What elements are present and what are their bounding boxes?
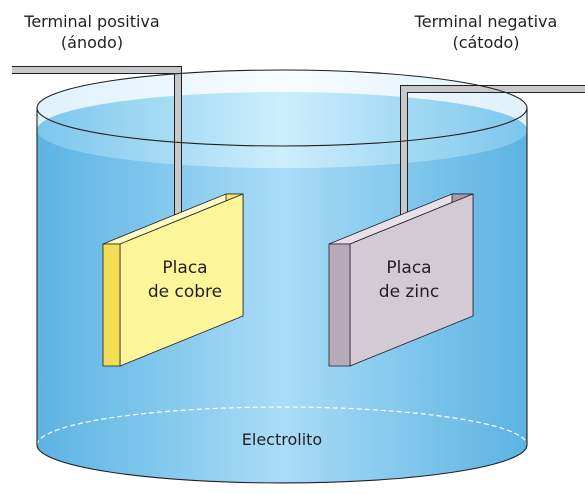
beaker-bottom-front-edge bbox=[36, 444, 528, 484]
anode-label-line2: (ánodo) bbox=[60, 33, 124, 52]
zinc-plate-label-line1: Placa bbox=[386, 258, 432, 278]
copper-plate bbox=[102, 193, 244, 367]
electrolyte-label: Electrolito bbox=[241, 430, 323, 449]
copper-plate-label-line2: de cobre bbox=[147, 282, 223, 302]
anode-label-line1: Terminal positiva bbox=[24, 12, 160, 31]
zinc-plate bbox=[328, 193, 474, 367]
beaker-rim bbox=[36, 69, 528, 147]
copper-plate-label: Placa de cobre bbox=[130, 256, 240, 304]
cathode-terminal-wire-fill bbox=[401, 86, 585, 222]
zinc-plate-edge bbox=[328, 243, 351, 367]
copper-plate-edge bbox=[102, 243, 121, 367]
anode-terminal-wire-fill bbox=[12, 67, 181, 222]
zinc-plate-label: Placa de zinc bbox=[354, 256, 464, 304]
zinc-plate-label-line2: de zinc bbox=[378, 282, 440, 302]
copper-plate-label-line1: Placa bbox=[162, 258, 208, 278]
cathode-label-line2: (cátodo) bbox=[452, 33, 520, 52]
cathode-label-line1: Terminal negativa bbox=[414, 12, 558, 31]
electrolyte-surface bbox=[37, 92, 527, 168]
cathode-label: Terminal negativa (cátodo) bbox=[396, 11, 576, 53]
anode-label: Terminal positiva (ánodo) bbox=[4, 11, 180, 53]
beaker-bottom-back-edge bbox=[36, 406, 528, 446]
